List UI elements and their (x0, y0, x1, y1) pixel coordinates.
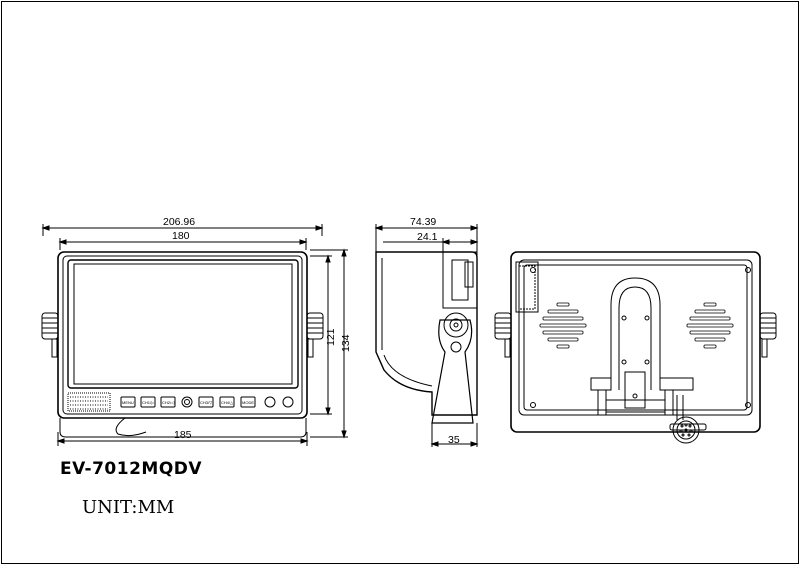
dim-side-top-depth: 24.1 (383, 231, 479, 252)
dim-front-inner-height: 121 (310, 254, 337, 416)
ch2-button (160, 396, 176, 408)
rear-view (494, 251, 777, 444)
rear-arch-bracket (610, 277, 661, 390)
side-housing (375, 251, 478, 416)
ch4-button (219, 396, 235, 408)
menu-button (120, 396, 136, 408)
dim-label-side-overall-depth: 74.39 (410, 216, 436, 228)
dim-front-bottom-width: 185 (56, 429, 309, 446)
svg-text:CH2/◁: CH2/◁ (162, 400, 175, 405)
power-button (181, 396, 193, 408)
ch3-button (198, 396, 214, 408)
rear-cable-connector (669, 395, 707, 444)
round-button-2 (282, 396, 294, 408)
front-button-row: MENU CH1/▷ CH2/◁ CH3/▽ CH4/△ MODE (120, 396, 294, 408)
front-view: 206.96 180 MENU CH1/▷ CH2/◁ (41, 216, 352, 446)
side-bracket (431, 319, 474, 424)
dim-front-overall-height: 134 (310, 248, 352, 439)
front-knob-right (306, 312, 324, 358)
vent-left (539, 302, 587, 349)
front-knob-left (41, 312, 59, 358)
svg-text:MENU: MENU (122, 400, 134, 405)
rear-knob-left (494, 312, 512, 358)
rear-knob-right (759, 312, 777, 358)
rear-label-plate (515, 261, 539, 313)
rear-screw (530, 267, 536, 273)
svg-text:MODE: MODE (242, 400, 254, 405)
speaker-grille (67, 392, 111, 412)
side-knob (443, 312, 469, 338)
front-screen (67, 259, 299, 389)
mode-button (240, 396, 256, 408)
round-button-1 (264, 396, 276, 408)
side-view: 74.39 24.1 35 (374, 216, 479, 447)
ch1-button (140, 396, 156, 408)
dim-label-front-overall-width: 206.96 (163, 216, 195, 228)
dim-side-base-width: 35 (430, 423, 479, 447)
svg-text:CH1/▷: CH1/▷ (142, 400, 155, 405)
dim-front-screen-width: 180 (58, 230, 308, 250)
svg-text:CH4/△: CH4/△ (221, 400, 234, 405)
dim-label-front-screen-width: 180 (172, 230, 190, 242)
dim-label-side-top-depth: 24.1 (417, 231, 438, 243)
dim-front-overall-width: 206.96 (41, 216, 324, 236)
front-base (59, 418, 307, 438)
dim-label-front-bottom-width: 185 (174, 429, 192, 441)
dim-label-front-overall-height: 134 (340, 334, 352, 352)
dim-label-side-base-width: 35 (448, 434, 460, 446)
model-number: EV-7012MQDV (60, 459, 203, 479)
svg-text:CH3/▽: CH3/▽ (200, 400, 213, 405)
rear-housing (510, 251, 761, 433)
vent-right (686, 302, 734, 349)
dim-side-overall-depth: 74.39 (374, 216, 479, 252)
dim-label-front-inner-height: 121 (325, 328, 337, 346)
front-housing (57, 251, 308, 419)
unit-label: UNIT:MM (82, 497, 175, 518)
